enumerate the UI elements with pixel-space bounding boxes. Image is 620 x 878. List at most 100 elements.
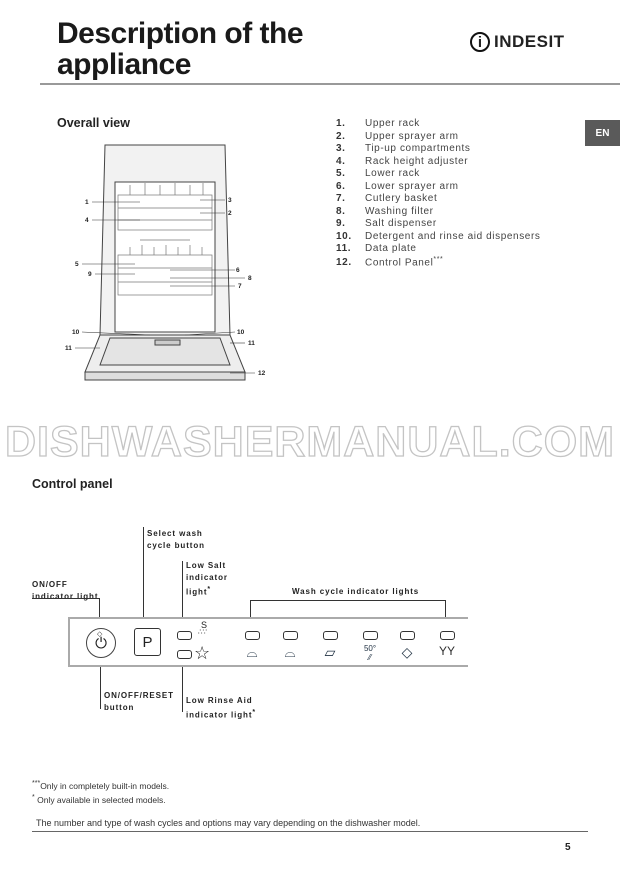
wash-cycle-indicator-light: [363, 631, 378, 640]
item-label: Control Panel: [365, 256, 434, 268]
callout-number: 6: [236, 267, 240, 274]
label-text: light: [186, 587, 208, 597]
indesit-logo: i INDESIT: [470, 32, 565, 52]
leader-line: [32, 598, 100, 599]
item-label: Lower sprayer arm: [365, 180, 459, 192]
item-number: 11.: [336, 243, 352, 254]
disclaimer: The number and type of wash cycles and o…: [36, 818, 421, 828]
rinse-aid-star-icon: ☆: [194, 643, 211, 663]
wash-cycle-indicator-light: [283, 631, 298, 640]
wash-cycle-icon: ◇: [401, 644, 413, 660]
callout-number: 2: [228, 210, 232, 217]
callout-number: 5: [75, 261, 79, 268]
wash-cycle-icon: YY: [438, 644, 455, 658]
callout-number: 8: [248, 275, 252, 282]
callout-number: 11: [65, 345, 72, 352]
overall-view-heading: Overall view: [57, 116, 130, 130]
leader-line: [182, 667, 183, 712]
low-salt-indicator-light: [177, 631, 192, 640]
label-line: light*: [186, 584, 228, 599]
item-label: Rack height adjuster: [365, 155, 469, 167]
parts-list-item: 11. Data plate: [336, 243, 417, 254]
logo-text: INDESIT: [494, 32, 565, 51]
select-wash-cycle-button[interactable]: P: [134, 628, 161, 656]
callout-number: 10: [237, 329, 245, 336]
callout-number: 12: [258, 370, 266, 377]
footnote-built-in: ***Only in completely built-in models.: [32, 780, 169, 791]
language-tab: EN: [585, 120, 620, 146]
label-line: Low Rinse Aid: [186, 696, 253, 705]
onoff-reset-button[interactable]: ⏻: [86, 628, 116, 658]
item-number: 9.: [336, 218, 346, 229]
item-number: 12.: [336, 256, 352, 268]
footnote-mark: ***: [433, 255, 444, 263]
parts-list-item: 9.Salt dispenser: [336, 218, 437, 229]
logo-mark: i: [470, 32, 490, 52]
footnote-mark: *: [32, 794, 35, 801]
wash-cycle-indicator-light: [323, 631, 338, 640]
parts-list-item: 4. Rack height adjuster: [336, 156, 468, 167]
label-line: indicator: [186, 573, 228, 582]
item-label: Washing filter: [365, 205, 434, 217]
callout-number: 11: [248, 340, 255, 347]
callout-number: 7: [238, 283, 242, 290]
wash-cycle-icon: ⌓: [246, 644, 258, 660]
item-number: 4.: [336, 155, 346, 167]
bracket-line: [250, 600, 446, 601]
callout-number: 10: [72, 329, 80, 336]
item-label: Cutlery basket: [365, 193, 438, 204]
label-text: indicator light: [186, 710, 253, 720]
title-line-2: appliance: [57, 48, 191, 81]
item-label: Tip-up compartments: [365, 143, 471, 154]
footnote-mark: *: [207, 586, 212, 593]
label-line: ON/OFF/RESET: [104, 691, 174, 700]
item-number: 3.: [336, 143, 346, 154]
item-number: 7.: [336, 193, 346, 204]
control-panel-heading: Control panel: [32, 477, 113, 491]
onoff-light-label: ON/OFF indicator light: [32, 579, 98, 603]
bracket-line: [250, 600, 251, 618]
callout-number: 3: [228, 197, 232, 204]
label-line: indicator light*: [186, 707, 256, 722]
low-rinse-aid-indicator-light: [177, 650, 192, 659]
power-icon: ⏻: [95, 634, 107, 652]
footnote-text: Only in completely built-in models.: [40, 780, 170, 791]
parts-list-item: 10. Detergent and rinse aid dispensers: [336, 231, 541, 242]
label-line: indicator light: [32, 592, 99, 601]
item-label: Data plate: [365, 243, 417, 254]
wash-cycle-indicator-light: [400, 631, 415, 640]
parts-list-item: 1.Upper rack: [336, 118, 420, 129]
page-title: Description of the appliance: [57, 17, 304, 81]
wash-cycle-icon: ⌓: [284, 644, 296, 660]
wash-cycle-icon: ⏥: [324, 644, 336, 660]
leader-line: [143, 527, 144, 618]
item-number: 8.: [336, 205, 346, 217]
label-line: ON/OFF: [32, 580, 68, 589]
watermark: DISHWASHERMANUAL.COM: [4, 417, 616, 466]
salt-icon: S∴∵: [198, 620, 208, 636]
parts-list-item: 5.Lower rack: [336, 168, 420, 179]
parts-list-item: 7. Cutlery basket: [336, 193, 437, 204]
low-rinse-label: Low Rinse Aid indicator light*: [186, 695, 256, 722]
footnote-mark: ***: [32, 780, 41, 787]
page-number: 5: [565, 842, 571, 853]
parts-list-item: 2.Upper sprayer arm: [336, 131, 459, 142]
item-number: 2.: [336, 130, 346, 142]
eco-label: 50°: [363, 644, 377, 653]
footnote-selected-models: * Only available in selected models.: [32, 794, 166, 805]
title-line-1: Description of the: [57, 17, 304, 50]
footer-divider: [32, 831, 588, 832]
item-number: 10.: [336, 230, 352, 242]
label-line: cycle button: [147, 541, 205, 550]
wash-cycle-icon: 50°⁄⁄: [363, 644, 377, 662]
item-label: Detergent and rinse aid dispensers: [365, 230, 541, 242]
salt-symbol: S: [201, 620, 208, 630]
footnote-text: Only available in selected models.: [34, 794, 166, 805]
leader-line: [99, 598, 100, 618]
leader-line: [100, 667, 101, 709]
